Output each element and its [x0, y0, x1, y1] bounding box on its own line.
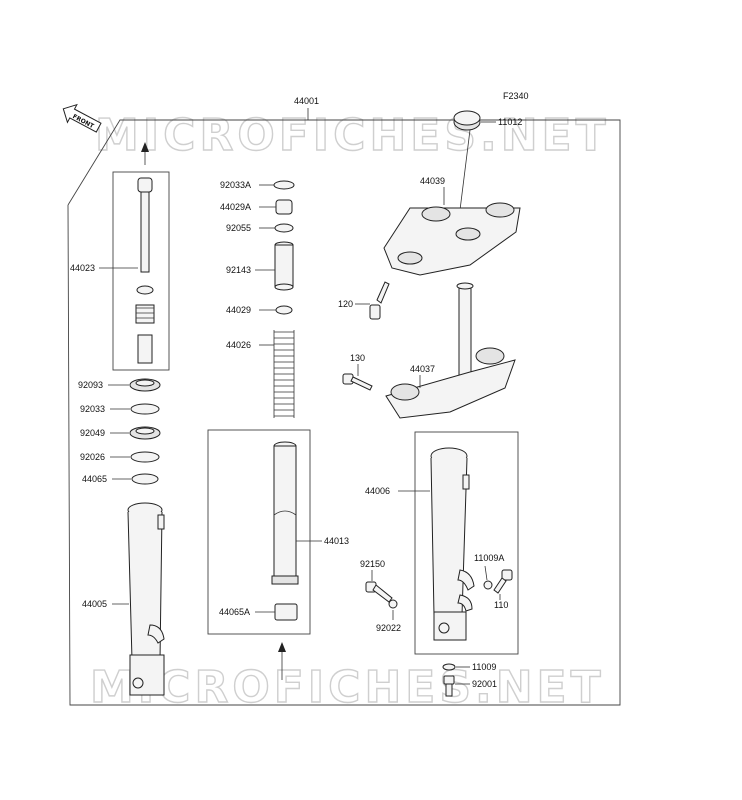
label-44037: 44037	[410, 364, 435, 374]
cartridge-frame	[112, 171, 170, 371]
part-44037-steering-stem	[385, 282, 516, 419]
label-120: 120	[338, 299, 353, 309]
part-92143-spacer	[274, 241, 294, 291]
part-44013-inner-tube	[271, 441, 299, 585]
part-44039-upper-bracket	[383, 202, 521, 276]
watermark-top: MICROFICHES.NET	[95, 110, 610, 161]
part-92055-oring	[274, 223, 294, 233]
label-92049: 92049	[80, 428, 105, 438]
part-120-bolt	[369, 281, 390, 320]
part-11009A-washer	[483, 580, 493, 590]
label-44006: 44006	[365, 486, 390, 496]
part-92093-seal	[129, 378, 161, 392]
label-92150: 92150	[360, 559, 385, 569]
label-44005: 44005	[82, 599, 107, 609]
label-44023: 44023	[70, 263, 95, 273]
part-11012-cap	[453, 110, 481, 131]
label-92001: 92001	[472, 679, 497, 689]
label-92026: 92026	[80, 452, 105, 462]
label-44026: 44026	[226, 340, 251, 350]
part-44029A-collar	[275, 199, 293, 215]
leader-cap-to-bracket	[459, 129, 471, 211]
label-44029A: 44029A	[220, 202, 251, 212]
part-130-bolt	[342, 373, 373, 391]
label-44001: 44001	[294, 96, 319, 106]
outer-tube-right-frame	[414, 431, 519, 655]
figure-code: F2340	[503, 91, 529, 101]
label-110: 110	[494, 600, 508, 610]
part-44029-washer	[275, 305, 293, 315]
part-92026-washer	[130, 451, 160, 463]
part-44065A-bushing	[274, 603, 298, 621]
label-92093: 92093	[78, 380, 103, 390]
leader-11009A	[484, 565, 488, 581]
part-92033-circlip	[130, 403, 160, 415]
label-44029: 44029	[226, 305, 251, 315]
label-11009A: 11009A	[474, 553, 504, 563]
part-44006-outer-tube	[430, 447, 475, 641]
part-92022-washer	[388, 599, 398, 609]
part-44005-outer-tube	[127, 502, 165, 696]
part-11009-washer	[442, 663, 456, 671]
assembly-frame	[67, 119, 621, 706]
part-92049-seal	[129, 426, 161, 440]
part-44026-spring	[273, 330, 295, 418]
label-130: 130	[350, 353, 365, 363]
inner-tube-frame	[207, 429, 311, 635]
part-92001-bolt	[443, 675, 455, 697]
label-92033A: 92033A	[220, 180, 251, 190]
label-92055: 92055	[226, 223, 251, 233]
arrow-up-icon	[141, 142, 149, 152]
arrow-up-bottom-icon	[278, 642, 286, 652]
part-92033A-circlip	[273, 180, 295, 190]
label-44013: 44013	[324, 536, 349, 546]
part-92150-bolt	[365, 581, 393, 603]
label-92022: 92022	[376, 623, 401, 633]
label-92143: 92143	[226, 265, 251, 275]
part-44065-bushing	[131, 473, 159, 485]
label-11012: 11012	[498, 117, 522, 127]
label-44065: 44065	[82, 474, 107, 484]
label-11009: 11009	[472, 662, 496, 672]
part-44023-rod	[135, 177, 155, 364]
part-110-bolt	[493, 569, 513, 594]
label-44039: 44039	[420, 176, 445, 186]
label-92033: 92033	[80, 404, 105, 414]
label-44065A: 44065A	[219, 607, 250, 617]
